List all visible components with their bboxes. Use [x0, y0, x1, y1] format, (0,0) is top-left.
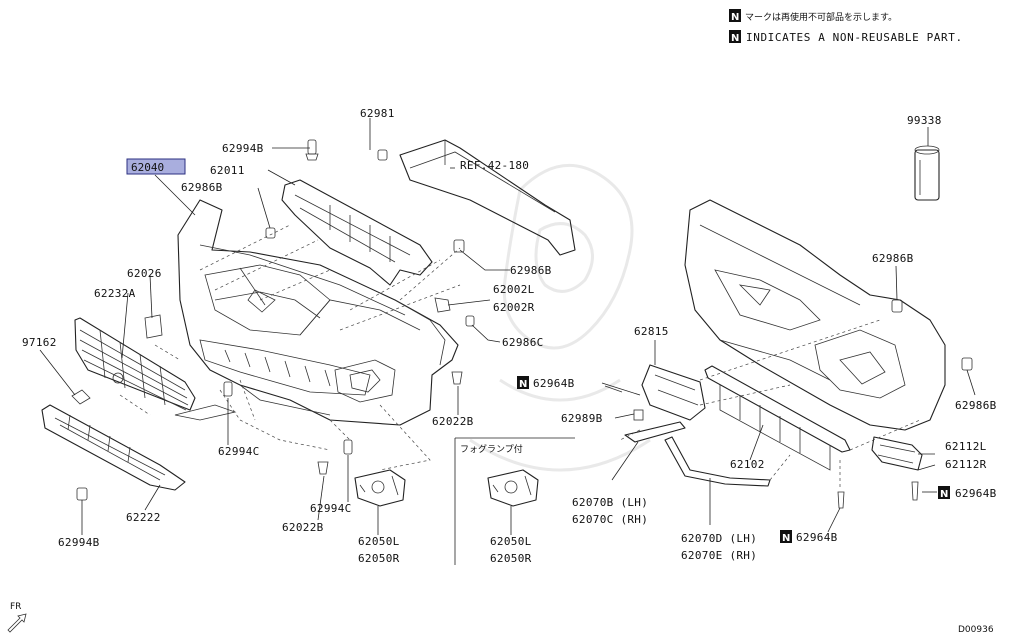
label-62070b[interactable]: 62070B (LH)	[572, 496, 648, 509]
label-62986b-left[interactable]: 62986B	[181, 181, 223, 194]
label-62986b-mid[interactable]: 62986B	[510, 264, 552, 277]
watermark-emblem	[469, 163, 651, 472]
label-62222[interactable]: 62222	[126, 511, 161, 524]
highlighted-part-box	[126, 158, 186, 175]
mark-text: N	[782, 533, 790, 544]
label-62002r[interactable]: 62002R	[493, 301, 535, 314]
assembly-guide-lines	[119, 224, 461, 471]
label-62986c[interactable]: 62986C	[502, 336, 544, 349]
front-bumper-drawing	[177, 199, 459, 426]
label-62994b-low[interactable]: 62994B	[58, 536, 100, 549]
label-62232a[interactable]: 62232A	[94, 287, 136, 300]
label-fog-lamp-option: フォグランプ付	[460, 443, 523, 455]
label-62986b-right2[interactable]: 62986B	[955, 399, 997, 412]
label-99338[interactable]: 99338	[907, 114, 942, 127]
label-62002l[interactable]: 62002L	[493, 283, 535, 296]
labels-right: 99338 62986B 62986B 62815 N 62964B 62989…	[517, 114, 997, 562]
label-62964b-3[interactable]: 62964B	[796, 531, 838, 544]
license-plate-bracket-drawing	[633, 364, 706, 421]
fr-label: FR	[10, 602, 21, 612]
non-reusable-mark-icon	[938, 486, 950, 499]
fasteners-left	[76, 139, 475, 501]
legend-english: INDICATES A NON-REUSABLE PART.	[746, 31, 963, 44]
legend-mark-text: N	[731, 12, 739, 23]
label-62050l-1[interactable]: 62050L	[358, 535, 400, 548]
label-62026[interactable]: 62026	[127, 267, 162, 280]
label-62994b-top[interactable]: 62994B	[222, 142, 264, 155]
label-62964b-2[interactable]: 62964B	[955, 487, 997, 500]
label-62102[interactable]: 62102	[730, 458, 765, 471]
label-62011[interactable]: 62011	[210, 164, 245, 177]
label-62994c-low[interactable]: 62994C	[310, 502, 352, 515]
label-62040[interactable]: 62040	[131, 161, 164, 174]
label-62050r-1[interactable]: 62050R	[358, 552, 400, 565]
non-reusable-mark-icon	[729, 30, 741, 43]
legend-japanese: マークは再使用不可部品を示します。	[745, 11, 897, 23]
non-reusable-mark-icon	[780, 530, 792, 543]
upper-bracket-drawing	[281, 179, 433, 286]
mark-text: N	[519, 379, 527, 390]
rear-bumper-drawing	[684, 199, 946, 431]
non-reusable-mark-icon	[729, 9, 741, 22]
label-62022b-low[interactable]: 62022B	[282, 521, 324, 534]
garnish-drawings	[624, 421, 771, 487]
leader-lines-right	[601, 127, 976, 533]
label-62994c-left[interactable]: 62994C	[218, 445, 260, 458]
label-62050r-2[interactable]: 62050R	[490, 552, 532, 565]
label-62112r[interactable]: 62112R	[945, 458, 987, 471]
sealant-bottle-drawing	[914, 145, 940, 201]
label-62070d[interactable]: 62070D (LH)	[681, 532, 757, 545]
assembly-guide-lines-right	[619, 319, 921, 490]
labels-left: 62040 62994B 62981 62011 62986B REF.42-1…	[22, 107, 552, 565]
label-ref-42-180[interactable]: REF.42-180	[460, 159, 529, 172]
rear-bar-drawing	[704, 365, 851, 471]
label-62989b[interactable]: 62989B	[561, 412, 603, 425]
label-62815[interactable]: 62815	[634, 325, 669, 338]
bumper-reinforcement-drawing	[399, 139, 576, 256]
label-62986b-right1[interactable]: 62986B	[872, 252, 914, 265]
front-grille-drawing	[71, 317, 237, 421]
front-direction-indicator: FR	[7, 602, 27, 633]
label-62981[interactable]: 62981	[360, 107, 395, 120]
label-62070c[interactable]: 62070C (RH)	[572, 513, 648, 526]
reflector-drawing	[871, 436, 923, 471]
fasteners-right	[604, 299, 973, 509]
label-62964b-1[interactable]: 62964B	[533, 377, 575, 390]
diagram-code: D00936	[958, 625, 994, 635]
label-62022b-mid[interactable]: 62022B	[432, 415, 474, 428]
mark-text: N	[940, 489, 948, 500]
non-reusable-mark-icon	[517, 376, 529, 389]
label-62070e[interactable]: 62070E (RH)	[681, 549, 757, 562]
lower-grille-drawing	[41, 404, 186, 491]
legend: N マークは再使用不可部品を示します。 N INDICATES A NON-RE…	[729, 9, 963, 44]
label-62050l-2[interactable]: 62050L	[490, 535, 532, 548]
fog-lamp-drawings	[354, 469, 539, 507]
label-62112l[interactable]: 62112L	[945, 440, 987, 453]
label-97162[interactable]: 97162	[22, 336, 57, 349]
leader-lines-left	[39, 118, 512, 535]
legend-mark-text: N	[731, 33, 739, 44]
front-arrow-icon	[7, 613, 27, 633]
